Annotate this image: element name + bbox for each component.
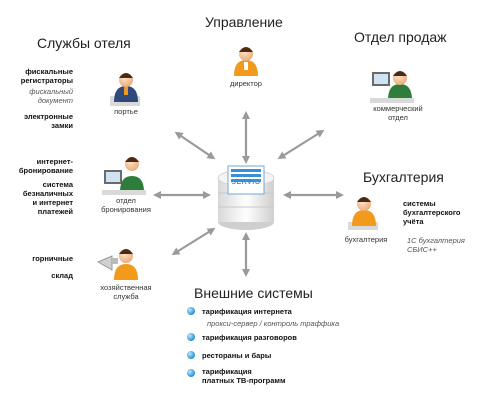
external-item-label: тарификация платных ТВ-программ <box>202 367 286 385</box>
label-accounting-software: 1С бухгалтерия СБИС++ <box>407 236 465 254</box>
director-icon <box>234 47 258 76</box>
caption-sales-dept: коммерческий отдел <box>373 104 423 122</box>
label-fiscal-registers: фискальные регистраторы <box>20 67 73 85</box>
external-item-label: тарификация интернета <box>202 307 292 316</box>
label-accounting-systems: системы бухгалтерского учёта <box>403 199 461 226</box>
bullet-icon <box>187 333 195 341</box>
external-item-label: рестораны и бары <box>202 351 272 360</box>
accounting-icon <box>348 197 378 230</box>
caption-housekeeping: хозяйственная служба <box>100 283 152 301</box>
caption-porter: портье <box>114 107 138 116</box>
arrow-hotel-services <box>174 131 216 160</box>
servio-logo: SERVIO <box>231 179 261 186</box>
bullet-icon <box>187 351 195 359</box>
housekeeping-icon <box>96 249 138 280</box>
arrow-sales <box>277 129 325 160</box>
caption-director: директор <box>230 79 262 88</box>
external-item-label: тарификация разговоров <box>202 333 297 342</box>
heading-external: Внешние системы <box>194 285 313 301</box>
label-internet-booking: интернет- бронирование <box>18 157 73 175</box>
servio-server <box>217 165 275 230</box>
label-payment-system: система безналичных и интернет платежей <box>22 180 73 216</box>
arrow-housekeeping <box>171 227 216 256</box>
heading-sales: Отдел продаж <box>354 29 447 45</box>
bullet-icon <box>187 307 195 315</box>
external-item-note: прокси-сервер / контроль траффика <box>207 319 340 328</box>
caption-accounting: бухгалтерия <box>344 235 388 244</box>
label-maids: горничные <box>32 254 73 263</box>
heading-accounting: Бухгалтерия <box>363 169 444 185</box>
booking-dept-icon <box>102 157 146 195</box>
connection-arrows <box>153 111 344 277</box>
label-warehouse: склад <box>51 271 73 280</box>
bullet-icon <box>187 369 195 377</box>
label-electronic-locks: электронные замки <box>23 112 73 130</box>
heading-hotel-services: Службы отеля <box>37 35 131 51</box>
caption-booking-dept: отдел бронирования <box>101 196 151 214</box>
label-fiscal-document: фискальный документ <box>29 87 73 105</box>
porter-icon <box>110 73 140 106</box>
sales-dept-icon <box>370 71 414 103</box>
heading-management: Управление <box>205 14 283 30</box>
